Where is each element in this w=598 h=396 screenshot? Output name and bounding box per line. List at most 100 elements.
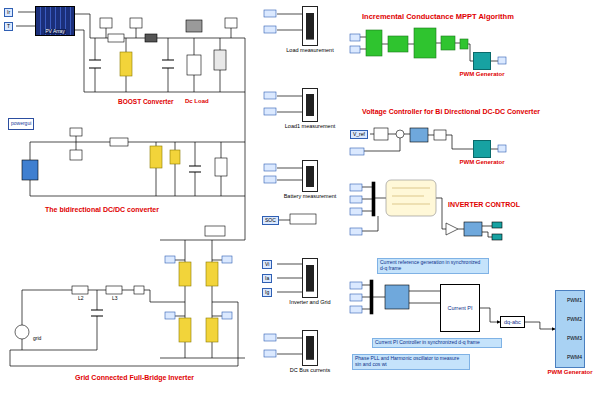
goto-tag: [264, 26, 276, 33]
annotation-box: Phase PLL and Harmonic oscillator to mea…: [352, 354, 470, 370]
goto-tag: Ir: [4, 8, 13, 17]
measurement-block: [134, 286, 144, 294]
diode-symbol: [145, 34, 157, 42]
inductor-symbol: [106, 286, 122, 294]
subsystem-block: Current PI: [440, 284, 480, 332]
scope-block: Load1 measurement: [280, 88, 340, 129]
control-block: [464, 222, 482, 236]
goto-tag: [165, 312, 175, 319]
display-block: [290, 214, 316, 224]
goto-tag: [492, 234, 502, 240]
scope-block: Inverter and Grid: [280, 258, 340, 305]
goto-tag: V_ref: [350, 130, 368, 139]
pwm-symbol: [473, 52, 491, 70]
goto-tag: [264, 92, 276, 99]
igbt-switch: [206, 262, 218, 286]
block-label: Battery measurement: [284, 193, 337, 199]
scope-symbol: [302, 6, 318, 46]
goto-tag: [350, 282, 362, 289]
component-label: L2: [78, 296, 84, 302]
powergui-block: powergui: [8, 118, 34, 130]
section-title: Voltage Controller for Bi Directional DC…: [362, 108, 540, 116]
goto-tag: Ia: [262, 274, 272, 283]
inductor-symbol: [108, 34, 124, 42]
section-title: The bidirectional DC/DC converter: [45, 206, 159, 214]
signal-connector: [480, 308, 500, 322]
block-label: PV Array: [44, 29, 66, 35]
goto-tag: [498, 145, 506, 152]
goto-tag: [264, 164, 276, 171]
igbt-switch: [120, 52, 132, 76]
mux-bar: [372, 182, 375, 216]
signal-connector: [525, 322, 555, 329]
block-label: PWM Generator: [459, 71, 504, 78]
goto-tag: [350, 228, 362, 235]
scope-symbol: [302, 330, 318, 366]
block-label: DC Bus currents: [290, 367, 330, 373]
mppt-block: [366, 30, 382, 56]
control-block: [374, 128, 388, 140]
annotation-box: Current PI Controller in synchronized d-…: [372, 338, 502, 348]
mppt-block: [460, 39, 468, 49]
measurement-block: [70, 150, 82, 160]
block-label: Current reference generation in synchron…: [380, 260, 486, 272]
subsystem-block: dq-abc: [500, 316, 525, 328]
goto-tag: [350, 34, 360, 41]
block-label: Ia: [265, 276, 269, 282]
section-title: BOOST Converter: [118, 98, 174, 105]
goto-tag: [264, 334, 276, 341]
block-text: PWM1: [567, 298, 582, 304]
pv-array-block: PV Array: [35, 6, 75, 36]
block-label: Vi: [265, 262, 269, 268]
block-label: powergui: [11, 121, 31, 127]
block-label: Phase PLL and Harmonic oscillator to mea…: [355, 356, 467, 368]
measurement-block: [225, 18, 237, 28]
goto-tag: Vi: [262, 260, 272, 269]
block-text: PWM2: [567, 317, 582, 323]
chart-block: [386, 180, 436, 216]
pi-block: [410, 128, 428, 142]
mppt-block: [441, 36, 455, 50]
pwm-generator-block: PWM Generator: [458, 52, 506, 78]
section-title: Grid Connected Full-Bridge Inverter: [75, 374, 194, 382]
block-label: V_ref: [353, 132, 365, 138]
capacitor-symbol: [91, 310, 103, 316]
igbt-switch: [170, 150, 180, 164]
section-title: Dc Load: [185, 98, 209, 105]
goto-tag: T: [4, 22, 13, 31]
block-text: PWM4: [567, 355, 582, 361]
block-label: Current PI: [447, 305, 472, 311]
block-label: T: [7, 24, 10, 30]
pwm-generator-block: PWM Generator: [458, 140, 506, 166]
goto-tag: [350, 196, 362, 203]
goto-tag: [350, 148, 364, 155]
goto-tag: [350, 208, 362, 215]
section-title: INVERTER CONTROL: [448, 201, 520, 209]
measurement-block: [100, 18, 112, 28]
goto-tag: SOC: [262, 216, 279, 225]
component-label: L3: [112, 296, 118, 302]
scope-symbol: [302, 88, 318, 122]
scope-block: Load measurement: [280, 6, 340, 53]
block-label: Current PI Controller in synchronized d-…: [375, 340, 499, 346]
wire: [10, 240, 245, 366]
display-block: [186, 20, 202, 32]
block-label: Load measurement: [286, 47, 333, 53]
measurement-block: [130, 18, 142, 28]
gain-block: [446, 223, 458, 235]
section-title: Incremental Conductance MPPT Algorithm: [362, 13, 514, 21]
measurement-block: [70, 128, 82, 136]
igbt-switch: [150, 146, 162, 168]
goto-tag: [222, 312, 232, 319]
scope-block: DC Bus currents: [280, 330, 340, 373]
igbt-switch: [179, 318, 191, 342]
annotation-box: Current reference generation in synchron…: [377, 258, 489, 274]
inductor-symbol: [110, 138, 128, 146]
pwm-symbol: PWM1PWM2PWM3PWM4: [555, 290, 585, 368]
measurement-block: [205, 226, 225, 236]
goto-tag: [498, 57, 506, 64]
block-label: Inverter and Grid: [289, 299, 330, 305]
pwm-symbol: [473, 140, 491, 158]
pwm-generator-block: PWM1PWM2PWM3PWM4PWM Generator: [545, 290, 595, 376]
goto-tag: [350, 306, 362, 313]
